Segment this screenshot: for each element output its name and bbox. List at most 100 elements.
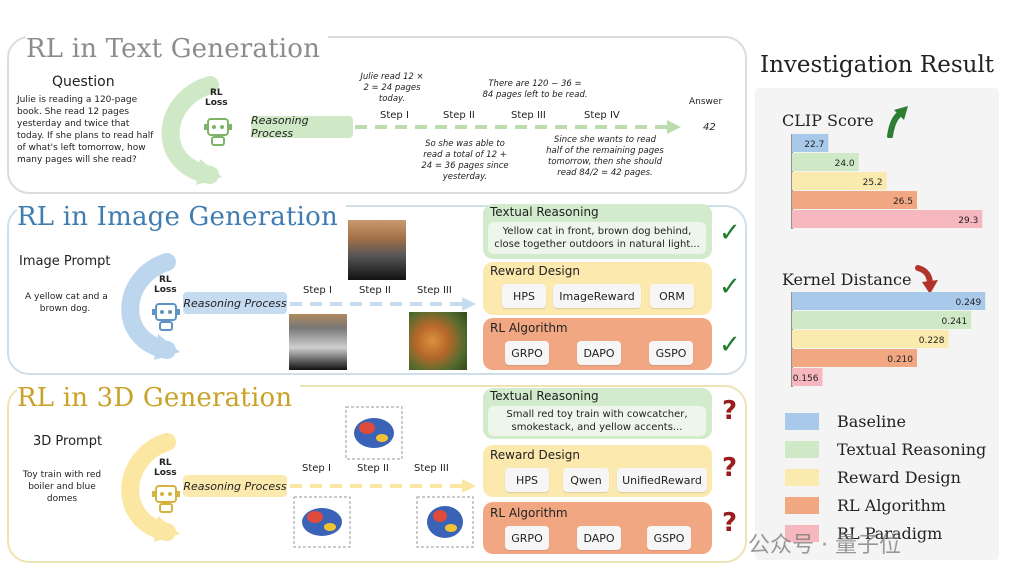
question-text: Julie is reading a 120-page book. She re… bbox=[17, 95, 154, 165]
legend-swatch-reward bbox=[785, 469, 819, 486]
threed-step-2: Step II bbox=[357, 463, 389, 474]
kernel-value-label-2: 0.228 bbox=[919, 336, 945, 346]
clip-bar-2 bbox=[792, 172, 887, 190]
legend-swatch-textual bbox=[785, 441, 819, 458]
text-step-2: Step II bbox=[443, 110, 475, 121]
kernel-distance-label: Kernel Distance bbox=[782, 270, 912, 289]
question-icon-algorithm: ? bbox=[722, 508, 738, 538]
text-note-bottom-1: So she was able to read a total of 12 + … bbox=[421, 139, 509, 182]
image-step-2-preview bbox=[348, 220, 406, 280]
check-icon-reward: ✓ bbox=[719, 272, 741, 302]
text-note-top-1: Julie read 12 × 2 = 24 pages today. bbox=[360, 72, 424, 104]
legend-swatch-algorithm bbox=[785, 497, 819, 514]
legend-label-textual: Textual Reasoning bbox=[837, 440, 987, 459]
text-loop-arrow bbox=[161, 76, 222, 185]
threed-algo-chip-gspo: GSPO bbox=[647, 526, 691, 550]
legend-swatch-paradigm bbox=[785, 525, 819, 542]
clip-value-label-3: 26.5 bbox=[893, 197, 913, 207]
threed-prompt-label: 3D Prompt bbox=[33, 434, 103, 449]
clip-value-label-4: 29.3 bbox=[958, 216, 978, 226]
clip-bar-1 bbox=[792, 153, 859, 171]
text-step-1: Step I bbox=[380, 110, 409, 121]
text-step-4: Step IV bbox=[584, 110, 620, 121]
image-algo-chip-grpo: GRPO bbox=[505, 341, 549, 365]
kernel-bar-1 bbox=[792, 311, 972, 329]
image-reward-chip-hps: HPS bbox=[502, 284, 546, 308]
up-arrow-icon bbox=[887, 106, 908, 138]
threed-step-2-preview bbox=[345, 406, 403, 460]
kernel-value-label-1: 0.241 bbox=[941, 317, 967, 327]
question-label: Question bbox=[52, 74, 115, 90]
threed-algorithm-label: RL Algorithm bbox=[490, 506, 568, 520]
clip-bar-4 bbox=[792, 210, 983, 228]
clip-value-label-2: 25.2 bbox=[863, 178, 883, 188]
threed-textual-text: Small red toy train with cowcatcher, smo… bbox=[488, 406, 706, 436]
legend-swatch-baseline bbox=[785, 413, 819, 430]
threed-reasoning-process: Reasoning Process bbox=[183, 475, 287, 497]
clip-score-chart: 22.7 24.0 25.2 26.5 29.3 bbox=[791, 134, 983, 229]
clip-bar-3 bbox=[792, 191, 917, 209]
image-textual-label: Textual Reasoning bbox=[490, 205, 599, 219]
image-step-1-preview bbox=[289, 314, 347, 370]
clip-bar-0 bbox=[792, 134, 829, 152]
legend-label-baseline: Baseline bbox=[837, 412, 906, 431]
threed-step-1-preview bbox=[293, 496, 351, 548]
text-step-arrow bbox=[355, 120, 681, 134]
threed-generation-title: RL in 3D Generation bbox=[17, 383, 301, 413]
kernel-value-label-0: 0.249 bbox=[955, 298, 981, 308]
robot-icon bbox=[204, 118, 232, 146]
image-step-2: Step II bbox=[359, 285, 391, 296]
clip-score-label: CLIP Score bbox=[782, 111, 874, 130]
image-step-3: Step III bbox=[417, 285, 452, 296]
threed-step-1: Step I bbox=[302, 463, 331, 474]
image-generation-title: RL in Image Generation bbox=[17, 202, 346, 232]
kernel-bar-2 bbox=[792, 330, 949, 348]
threed-reward-label: Reward Design bbox=[490, 448, 580, 462]
image-reward-label: Reward Design bbox=[490, 264, 580, 278]
image-robot-icon bbox=[152, 303, 180, 331]
image-textual-text: Yellow cat in front, brown dog behind, c… bbox=[488, 222, 706, 254]
question-icon-reward: ? bbox=[722, 453, 738, 483]
check-icon-algorithm: ✓ bbox=[719, 330, 741, 360]
watermark: 公众号 · 量子位 bbox=[748, 533, 901, 558]
answer-label: Answer bbox=[689, 97, 723, 107]
threed-algo-chip-dapo: DAPO bbox=[577, 526, 621, 550]
threed-rl-loss: RL Loss bbox=[154, 458, 177, 478]
down-arrow-icon bbox=[915, 265, 938, 294]
text-reasoning-process: Reasoning Process bbox=[251, 114, 353, 140]
image-step-arrow bbox=[290, 297, 476, 311]
image-algo-chip-gspo: GSPO bbox=[649, 341, 693, 365]
image-algorithm-label: RL Algorithm bbox=[490, 321, 568, 335]
kernel-bar-4 bbox=[792, 368, 823, 386]
text-rl-loss: RL Loss bbox=[205, 88, 228, 108]
threed-loop-arrow bbox=[121, 433, 180, 542]
threed-robot-icon bbox=[152, 485, 180, 513]
image-loop-arrow bbox=[121, 253, 180, 360]
answer-value: 42 bbox=[703, 122, 716, 133]
image-reasoning-process: Reasoning Process bbox=[183, 292, 287, 314]
threed-prompt-text: Toy train with red boiler and blue domes bbox=[22, 470, 102, 504]
legend-label-reward: Reward Design bbox=[837, 468, 961, 487]
threed-algo-chip-grpo: GRPO bbox=[505, 526, 549, 550]
image-step-1: Step I bbox=[303, 285, 332, 296]
image-step-3-preview bbox=[409, 312, 467, 370]
text-step-3: Step III bbox=[511, 110, 546, 121]
threed-reward-chip-qwen: Qwen bbox=[563, 468, 609, 492]
image-prompt-label: Image Prompt bbox=[19, 254, 111, 269]
check-icon-textual: ✓ bbox=[719, 218, 741, 248]
clip-value-label-0: 22.7 bbox=[804, 140, 824, 150]
text-note-bottom-2: Since she wants to read half of the rema… bbox=[546, 135, 664, 178]
threed-reward-chip-unifiedreward: UnifiedReward bbox=[617, 468, 707, 492]
text-note-top-2: There are 120 − 36 = 84 pages left to be… bbox=[482, 79, 588, 100]
legend-label-algorithm: RL Algorithm bbox=[837, 496, 946, 515]
threed-step-3-preview bbox=[416, 496, 474, 548]
image-rl-loss: RL Loss bbox=[154, 275, 177, 295]
kernel-bar-0 bbox=[792, 292, 986, 310]
clip-value-label-1: 24.0 bbox=[835, 159, 855, 169]
kernel-value-label-3: 0.210 bbox=[887, 355, 913, 365]
image-reward-chip-orm: ORM bbox=[650, 284, 694, 308]
text-generation-title: RL in Text Generation bbox=[26, 34, 329, 64]
threed-textual-label: Textual Reasoning bbox=[490, 389, 599, 403]
question-icon-textual: ? bbox=[722, 396, 738, 426]
